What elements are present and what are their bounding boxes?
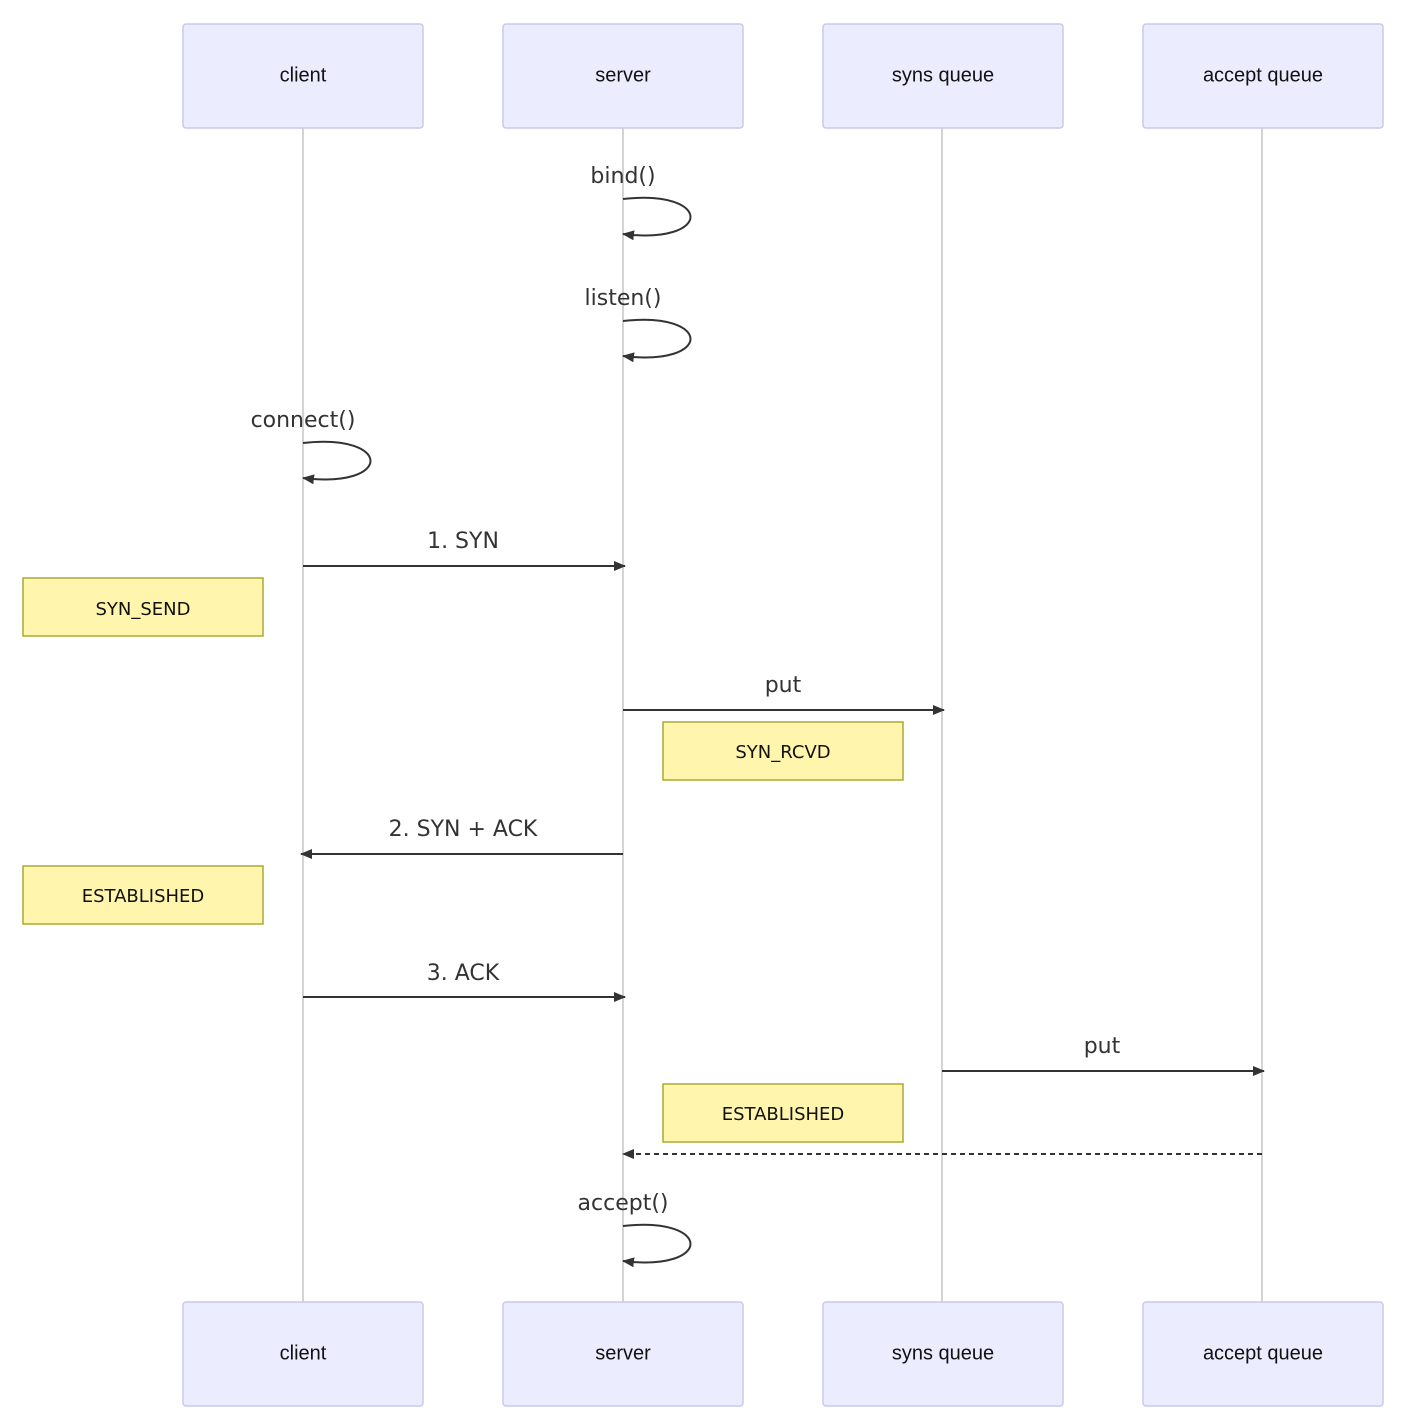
participant-client-top: client [182,23,424,129]
participant-client-bottom: client [182,1301,424,1407]
message-put-syns: put [623,673,945,715]
message-syn-label: 1. SYN [427,529,499,554]
participant-accept-queue-label-bottom: accept queue [1203,1342,1323,1364]
message-accept-label: accept() [578,1191,669,1216]
participant-server-label: server [595,64,651,86]
message-syn: 1. SYN [303,529,626,571]
participant-server-top: server [502,23,744,129]
message-synack-label: 2. SYN + ACK [389,817,538,842]
message-put-accept: put [942,1034,1265,1076]
participant-accept-queue-top: accept queue [1142,23,1384,129]
message-put-accept-label: put [1084,1034,1121,1059]
message-synack: 2. SYN + ACK [300,817,623,859]
message-accept: accept() [578,1191,692,1268]
participant-accept-queue-label: accept queue [1203,64,1323,86]
note-syn-rcvd-label: SYN_RCVD [735,742,830,763]
participant-syns-queue-label-bottom: syns queue [892,1342,994,1364]
message-connect-label: connect() [251,408,356,433]
message-put-syns-label: put [765,673,802,698]
participant-syns-queue-top: syns queue [822,23,1064,129]
message-listen-label: listen() [585,286,662,311]
note-established-server-label: ESTABLISHED [722,1104,845,1125]
note-established-server: ESTABLISHED [662,1083,904,1143]
participant-server-bottom: server [502,1301,744,1407]
participant-syns-queue-bottom: syns queue [822,1301,1064,1407]
participant-server-label-bottom: server [595,1342,651,1364]
note-established-client-label: ESTABLISHED [82,886,205,907]
participant-syns-queue-label: syns queue [892,64,994,86]
message-bind-label: bind() [590,164,655,189]
participant-client-label: client [280,64,327,86]
note-established-client: ESTABLISHED [22,865,264,925]
note-syn-send-label: SYN_SEND [95,599,190,620]
participant-accept-queue-bottom: accept queue [1142,1301,1384,1407]
message-connect: connect() [251,408,372,485]
note-syn-send: SYN_SEND [22,577,264,637]
message-ack: 3. ACK [303,961,626,1002]
message-listen: listen() [585,286,692,363]
participant-client-label-bottom: client [280,1342,327,1364]
message-bind: bind() [590,164,692,241]
note-syn-rcvd: SYN_RCVD [662,721,904,781]
message-ack-label: 3. ACK [427,961,500,986]
